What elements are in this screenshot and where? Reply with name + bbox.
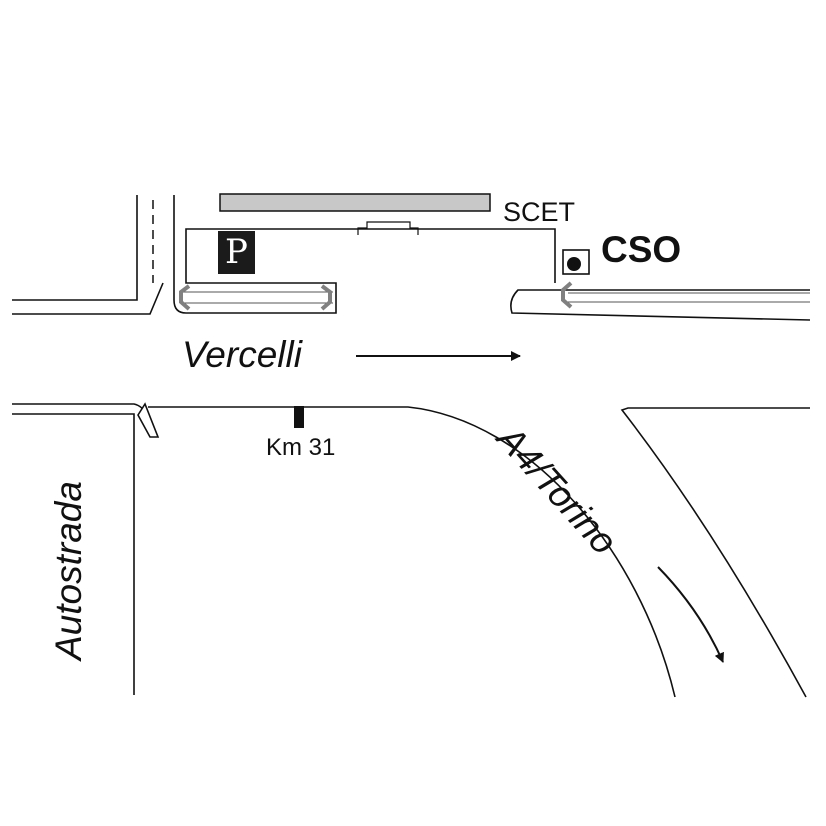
street-label: Vercelli	[182, 334, 302, 375]
location-dot-icon	[567, 257, 581, 271]
cso-label: CSO	[601, 229, 682, 270]
main-road-curve	[148, 406, 676, 698]
bracket-mid	[320, 284, 332, 311]
parking-lane-left	[184, 291, 333, 304]
parking-sign-icon: P	[218, 231, 255, 274]
road-edge-lower	[12, 413, 135, 695]
bracket-right	[561, 281, 573, 309]
scet-label: SCET	[503, 197, 576, 227]
highway-label: Autostrada	[48, 481, 89, 660]
km-marker-label: Km 31	[266, 434, 336, 461]
arrow-down-right-icon	[657, 566, 724, 663]
parking-lane-right	[568, 292, 810, 303]
exit-road-outer	[620, 407, 810, 698]
gate-structure	[357, 221, 419, 235]
km-marker-post	[294, 406, 304, 428]
parking-area-outline	[173, 195, 556, 314]
road-island-tip	[137, 402, 160, 438]
curb-upper-left	[12, 195, 138, 301]
bracket-left	[179, 284, 191, 311]
curb-lower-left	[12, 282, 164, 315]
scet-building	[219, 193, 491, 212]
right-island	[510, 289, 811, 321]
